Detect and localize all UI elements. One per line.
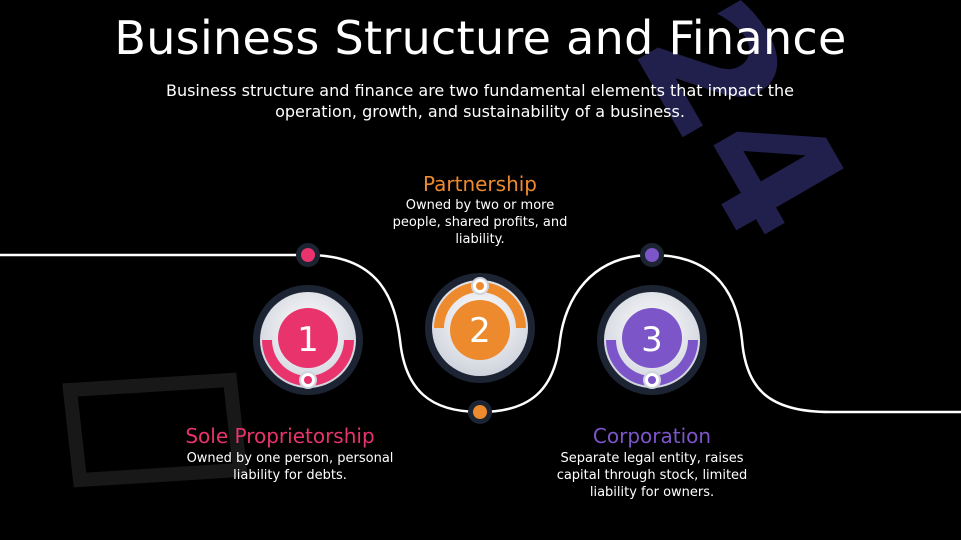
- step-3-badge: 3: [597, 243, 707, 395]
- step-3-title: Corporation: [592, 424, 712, 448]
- step-1-badge: 1: [253, 243, 363, 395]
- step-2-title: Partnership: [422, 172, 538, 196]
- page-subtitle: Business structure and finance are two f…: [165, 81, 795, 121]
- step-2-description: Owned by two or more people, shared prof…: [392, 198, 568, 247]
- step-1-title: Sole Proprietorship: [185, 424, 375, 448]
- step-3-top-dot: [645, 248, 659, 262]
- step-2-badge: 2: [425, 273, 535, 424]
- step-1-top-dot: [301, 248, 315, 262]
- step-3-description: Separate legal entity, raises capital th…: [556, 451, 748, 500]
- step-2-number: 2: [469, 311, 491, 351]
- page-title: Business Structure and Finance: [114, 11, 847, 65]
- watermark-shape: [62, 372, 248, 488]
- connector-line: [0, 253, 961, 414]
- step-1-description: Owned by one person, personal liability …: [186, 451, 394, 483]
- step-3-number: 3: [641, 320, 663, 360]
- step-1-number: 1: [297, 320, 319, 360]
- step-2-bottom-dot: [473, 405, 487, 419]
